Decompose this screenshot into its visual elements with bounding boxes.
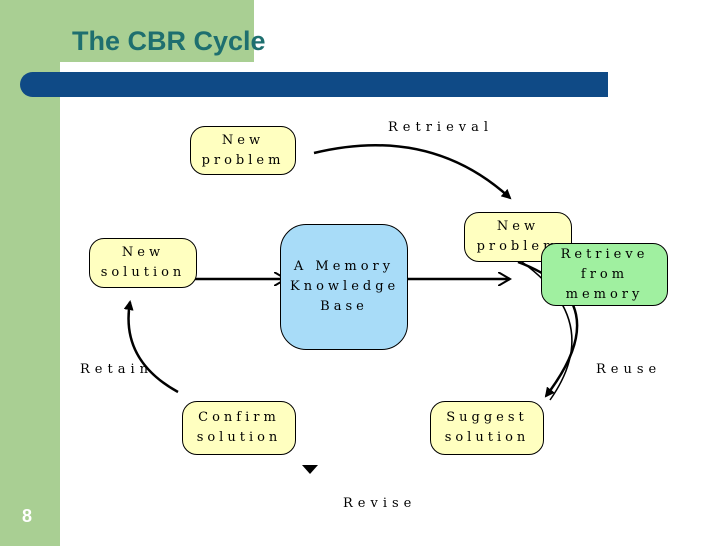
top-green-band xyxy=(60,0,254,62)
reuse-arrow-second-line xyxy=(521,261,573,401)
label-revise: Revise xyxy=(343,496,417,511)
retrieval-arrow xyxy=(313,143,512,200)
node-new-problem-top: New problem xyxy=(190,126,296,175)
label-retrieval: Retrieval xyxy=(388,120,494,135)
retain-arrow xyxy=(123,300,179,394)
label-retain: Retain xyxy=(80,362,153,377)
node-suggest-solution: Suggest solution xyxy=(430,401,544,455)
title-underline-bar xyxy=(20,72,608,97)
node-memory-knowledge-base: A Memory Knowledge Base xyxy=(280,224,408,350)
label-reuse: Reuse xyxy=(596,362,662,377)
node-confirm-solution: Confirm solution xyxy=(182,401,296,455)
revise-arrow-head xyxy=(302,465,318,474)
page-number: 8 xyxy=(22,506,33,526)
node-retrieve-from-memory: Retrieve from memory xyxy=(541,243,668,306)
node-new-solution: New solution xyxy=(89,238,197,288)
reuse-arrow xyxy=(517,260,579,398)
slide-title: The CBR Cycle xyxy=(72,26,266,56)
